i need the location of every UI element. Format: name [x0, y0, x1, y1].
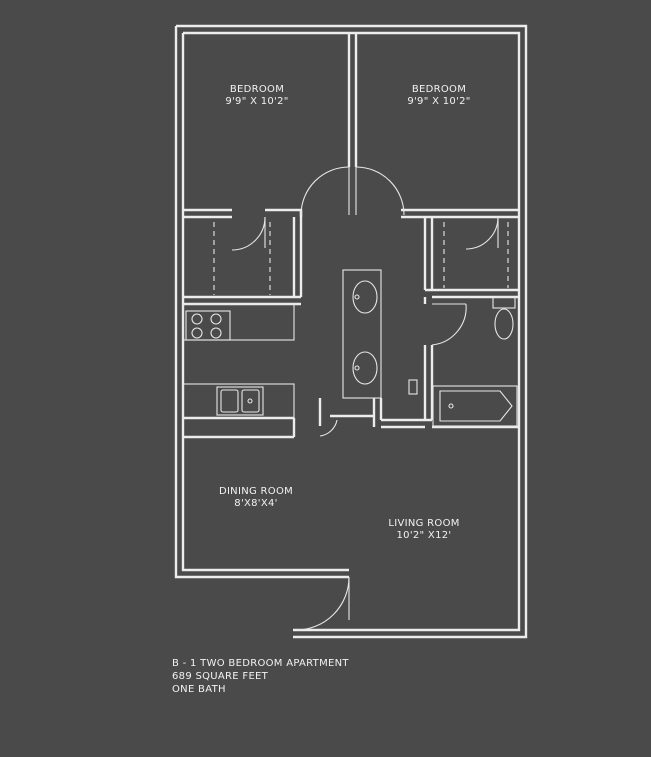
bathroom-vanity	[342, 269, 418, 399]
bedroom-right-size: 9'9" X 10'2"	[407, 96, 470, 107]
kitchen-counters	[182, 303, 296, 439]
doors	[231, 166, 499, 631]
right-bedroom-walls	[401, 208, 519, 299]
dining-room-name: DINING ROOM	[219, 486, 293, 497]
kitchen-sink	[216, 386, 264, 416]
bedroom-left-name: BEDROOM	[230, 84, 284, 95]
bedroom-right-name: BEDROOM	[412, 84, 466, 95]
left-bedroom-walls	[183, 208, 303, 306]
living-room-name: LIVING ROOM	[388, 518, 459, 529]
bathtub	[432, 385, 518, 427]
bedroom-divider-wall	[347, 33, 358, 167]
exterior-walls	[174, 24, 528, 639]
toilet	[492, 296, 516, 340]
caption-square-feet: 689 SQUARE FEET	[172, 671, 269, 682]
bedroom-left-size: 9'9" X 10'2"	[225, 96, 288, 107]
hall-bath-walls	[318, 297, 519, 429]
caption-unit-type: B - 1 TWO BEDROOM APARTMENT	[172, 658, 349, 669]
caption-bath-count: ONE BATH	[172, 684, 226, 695]
plan-caption: B - 1 TWO BEDROOM APARTMENT 689 SQUARE F…	[172, 657, 349, 696]
dining-room-size: 8'X8'X4'	[234, 498, 277, 509]
stove	[185, 310, 231, 341]
living-room-size: 10'2" X12'	[397, 530, 452, 541]
